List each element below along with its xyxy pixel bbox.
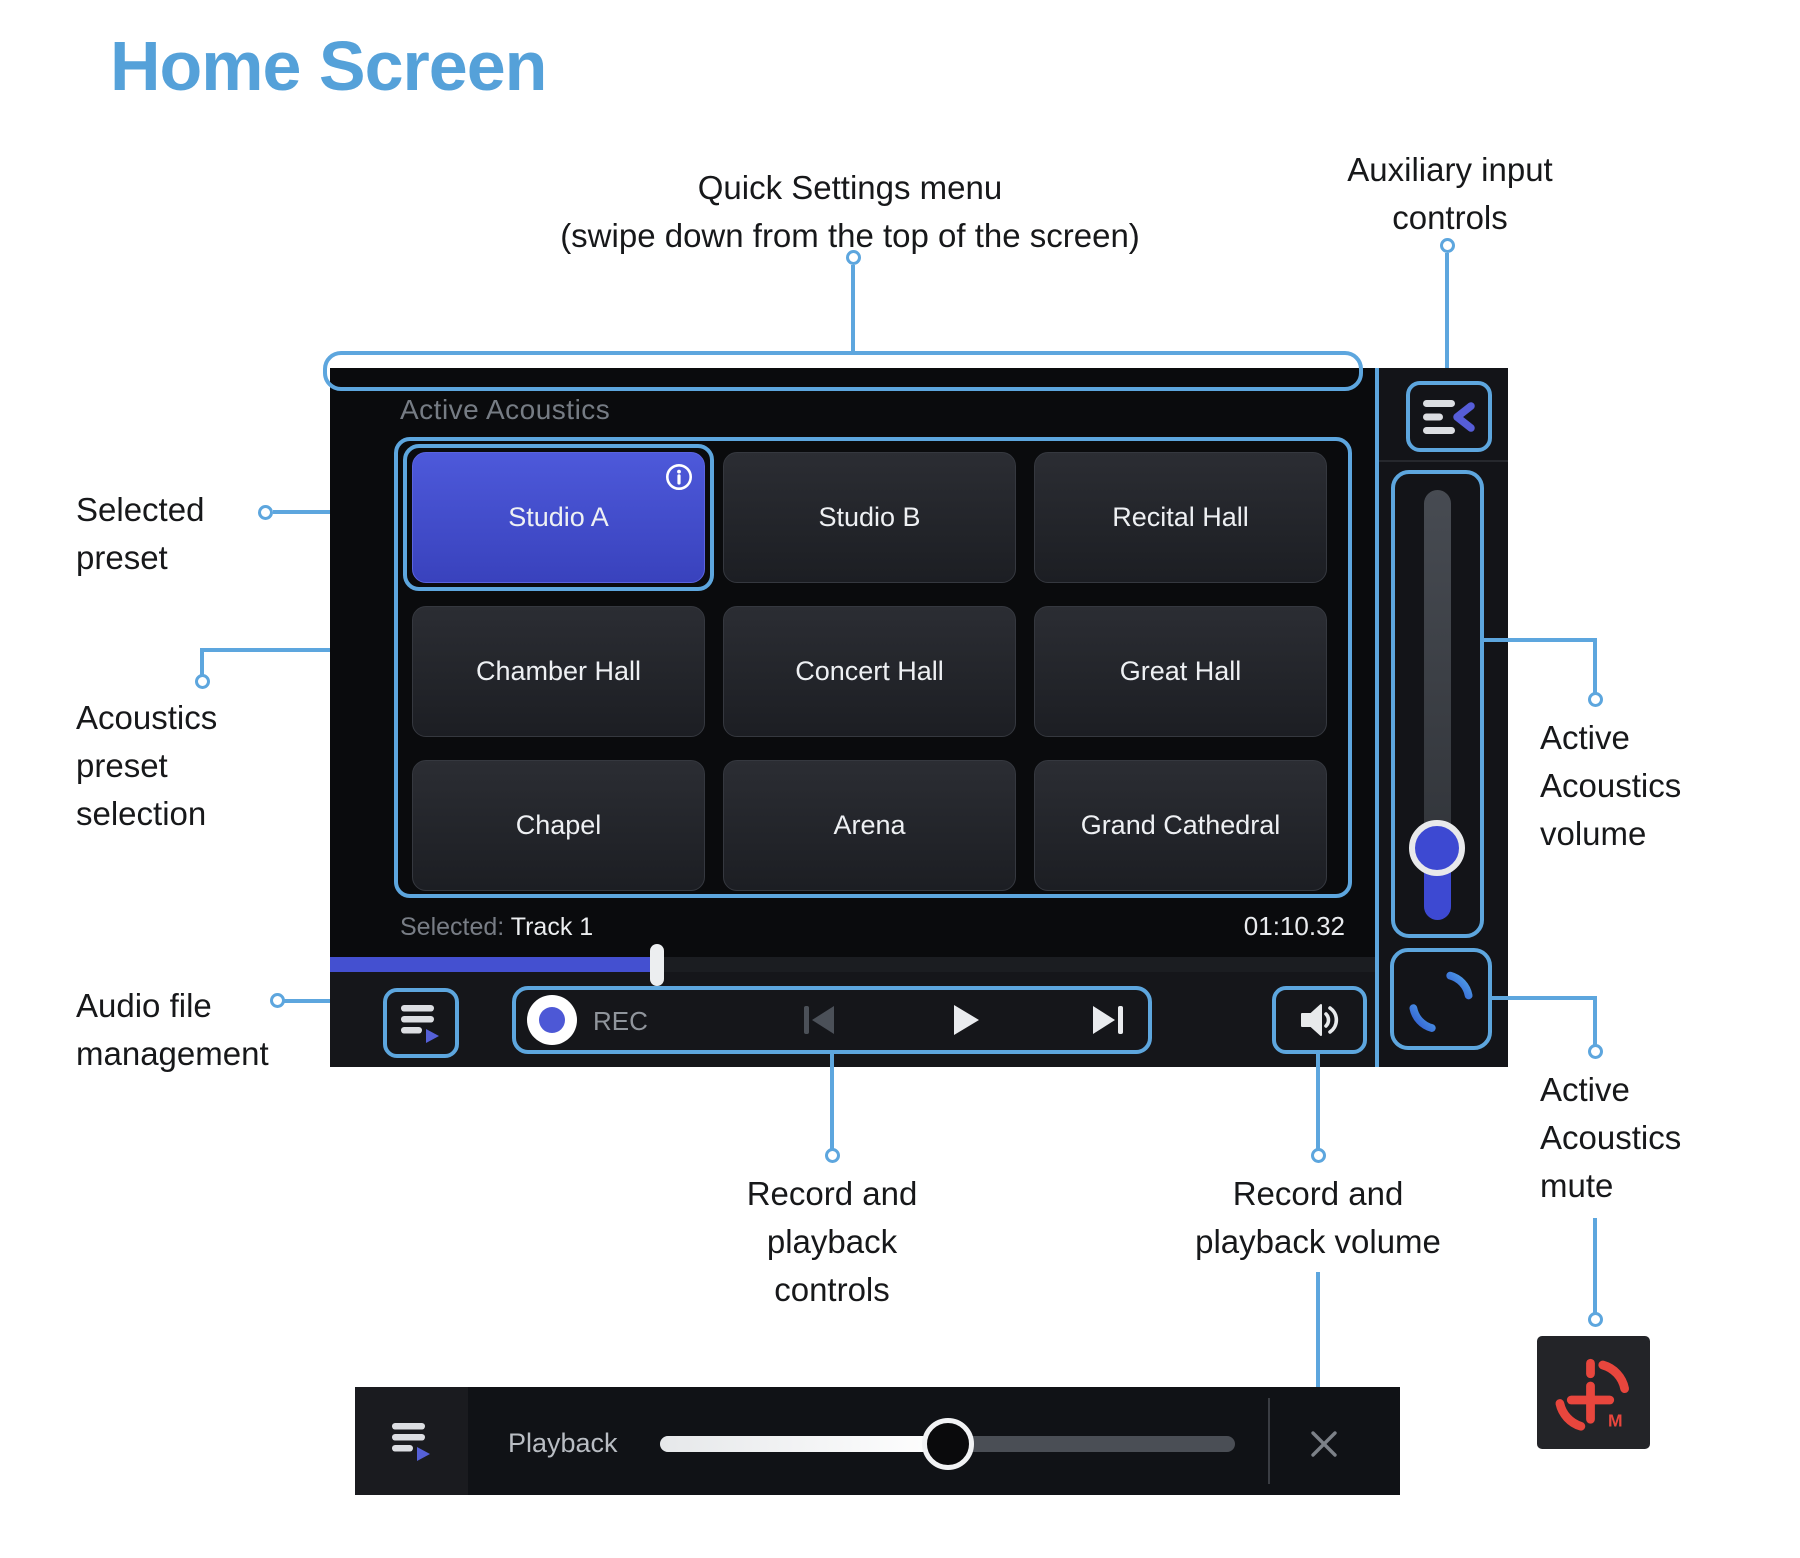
previous-track-button[interactable] [800, 1003, 840, 1037]
annotation-selected-preset: Selected preset [76, 491, 205, 576]
preset-button-grand-cathedral[interactable]: Grand Cathedral [1034, 760, 1327, 891]
annotation-aux-input: Auxiliary input controls [1347, 151, 1553, 236]
track-time: 01:10.32 [1243, 911, 1345, 941]
callout-outline-transport [512, 986, 1152, 1054]
selected-track-row: Selected: Track 1 [400, 913, 593, 942]
audio-file-management-icon [391, 1423, 430, 1461]
aux-input-button[interactable] [1406, 381, 1492, 452]
track-progress-thumb[interactable] [650, 944, 664, 986]
annotation-preset-selection: Acoustics preset selection [76, 699, 218, 832]
preset-button-great-hall[interactable]: Great Hall [1034, 606, 1327, 737]
callout-dot-rec-volume [1311, 1148, 1326, 1163]
playback-volume-fill [660, 1436, 948, 1452]
callout-line-preset-selection-h [200, 648, 396, 652]
aa-volume-thumb[interactable] [1409, 820, 1465, 876]
preset-label: Studio B [818, 502, 921, 532]
preset-button-concert-hall[interactable]: Concert Hall [723, 606, 1016, 737]
afc-logo-icon [1409, 970, 1473, 1032]
callout-line-aa-volume-h [1484, 638, 1597, 642]
info-icon[interactable] [664, 462, 694, 492]
callout-dot-preset-selection [195, 674, 210, 689]
track-name: Track 1 [510, 913, 594, 941]
afc-logo-mute-icon: M [1555, 1358, 1629, 1431]
callout-dot-audio-file [270, 993, 285, 1008]
callout-dot-rec-controls [825, 1148, 840, 1163]
preset-label: Great Hall [1119, 656, 1242, 686]
record-button[interactable] [527, 995, 577, 1045]
callout-outline-quick-settings[interactable] [323, 351, 1363, 391]
preset-button-chapel[interactable]: Chapel [412, 760, 705, 891]
annotation-aa-mute: Active Acoustics mute [1540, 1071, 1682, 1204]
preset-label: Studio A [508, 502, 609, 532]
callout-line-rec-volume-v2 [1316, 1272, 1320, 1387]
callout-divider-line [1375, 368, 1379, 1067]
preset-label: Grand Cathedral [1080, 810, 1281, 840]
callout-dot-selected-preset [258, 505, 273, 520]
record-icon [539, 1007, 565, 1033]
audio-file-management-icon [401, 1005, 439, 1043]
preset-label: Concert Hall [795, 656, 944, 686]
callout-line-quick-settings [851, 265, 855, 353]
annotation-rec-controls: Record and playback controls [746, 1175, 918, 1308]
annotation-aa-volume: Active Acoustics volume [1540, 719, 1682, 852]
speaker-icon [1300, 1004, 1338, 1036]
callout-dot-aa-mute [1588, 1044, 1603, 1059]
callout-line-aux-input [1445, 253, 1449, 381]
preset-button-arena[interactable]: Arena [723, 760, 1016, 891]
bar-divider [1268, 1398, 1270, 1484]
play-button[interactable] [948, 1003, 982, 1037]
aux-input-icon [1423, 399, 1475, 434]
callout-outline-aa-volume [1391, 470, 1484, 938]
callout-line-rec-controls [830, 1054, 834, 1150]
audio-file-management-button[interactable] [383, 988, 459, 1058]
callout-line-rec-volume [1316, 1054, 1320, 1150]
playback-bar-file-button[interactable] [355, 1387, 468, 1495]
playback-label: Playback [508, 1428, 618, 1458]
callout-line-aa-volume-v [1593, 638, 1597, 694]
preset-button-studio-b[interactable]: Studio B [723, 452, 1016, 583]
close-icon[interactable] [1306, 1426, 1342, 1462]
next-track-button[interactable] [1087, 1003, 1127, 1037]
callout-dot-aa-volume [1588, 692, 1603, 707]
callout-dot-aa-mute-2 [1588, 1312, 1603, 1327]
page-title: Home Screen [110, 27, 547, 105]
mute-badge-letter: M [1608, 1410, 1623, 1430]
callout-outline-selected-preset [403, 444, 714, 591]
callout-dot-quick-settings [846, 250, 861, 265]
callout-line-preset-selection-v [200, 648, 204, 676]
strip-separator [1379, 460, 1508, 462]
rec-label: REC [593, 1006, 648, 1036]
callout-dot-aux-input [1440, 238, 1455, 253]
preset-button-studio-a[interactable]: Studio A [412, 452, 705, 583]
callout-line-aa-mute-v [1593, 996, 1597, 1046]
preset-button-chamber-hall[interactable]: Chamber Hall [412, 606, 705, 737]
selected-label: Selected: [400, 913, 505, 941]
preset-label: Arena [833, 810, 906, 840]
callout-outline-preset-grid [394, 437, 1352, 898]
annotation-audio-file: Audio file management [76, 987, 269, 1072]
annotation-quick-settings: Quick Settings menu (swipe down from the… [560, 169, 1140, 254]
preset-label: Chamber Hall [475, 656, 642, 686]
track-progress-fill [330, 957, 652, 972]
preset-label: Recital Hall [1112, 502, 1249, 532]
preset-label: Chapel [515, 810, 602, 840]
preset-button-recital-hall[interactable]: Recital Hall [1034, 452, 1327, 583]
callout-line-aa-mute-v2 [1593, 1218, 1597, 1314]
aa-mute-active-tile[interactable]: M [1537, 1336, 1650, 1449]
playback-volume-thumb[interactable] [922, 1418, 974, 1470]
record-playback-volume-button[interactable] [1272, 986, 1367, 1054]
annotation-rec-volume: Record and playback volume [1195, 1175, 1441, 1260]
aa-mute-button[interactable] [1390, 948, 1492, 1050]
callout-line-aa-mute-h [1492, 996, 1597, 1000]
section-label: Active Acoustics [400, 394, 611, 425]
